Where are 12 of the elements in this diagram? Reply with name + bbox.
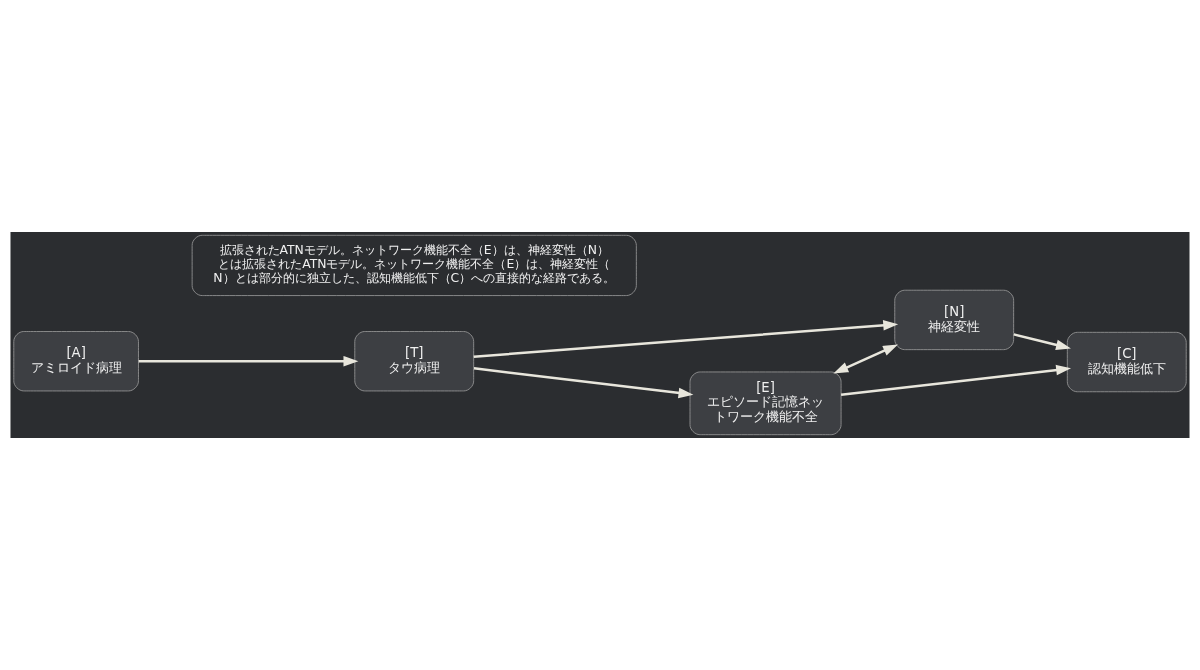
node-box: 拡張されたATNモデル。ネットワーク機能不全（E）は、神経変性（N）とは拡張されたATNモデル。ネットワーク機能不全（E）は、神経変性（N）とは部分的に独立した、認知機能低下（C）への直接的な経路である。	[191, 234, 637, 296]
arrow	[833, 344, 898, 374]
node-box: [A] アミロイド病理	[13, 331, 139, 392]
node-box: [E] エピソード記憶ネットワーク機能不全	[689, 371, 842, 436]
arrow	[840, 364, 1072, 396]
arrow	[138, 356, 359, 367]
arrow	[473, 320, 899, 358]
node-box: [C] 認知機能低下	[1066, 331, 1187, 393]
node-box: [N] 神経変性	[894, 289, 1015, 351]
arrow	[473, 367, 694, 399]
arrow	[1013, 333, 1071, 350]
node-box: [T] タウ病理	[354, 331, 475, 392]
